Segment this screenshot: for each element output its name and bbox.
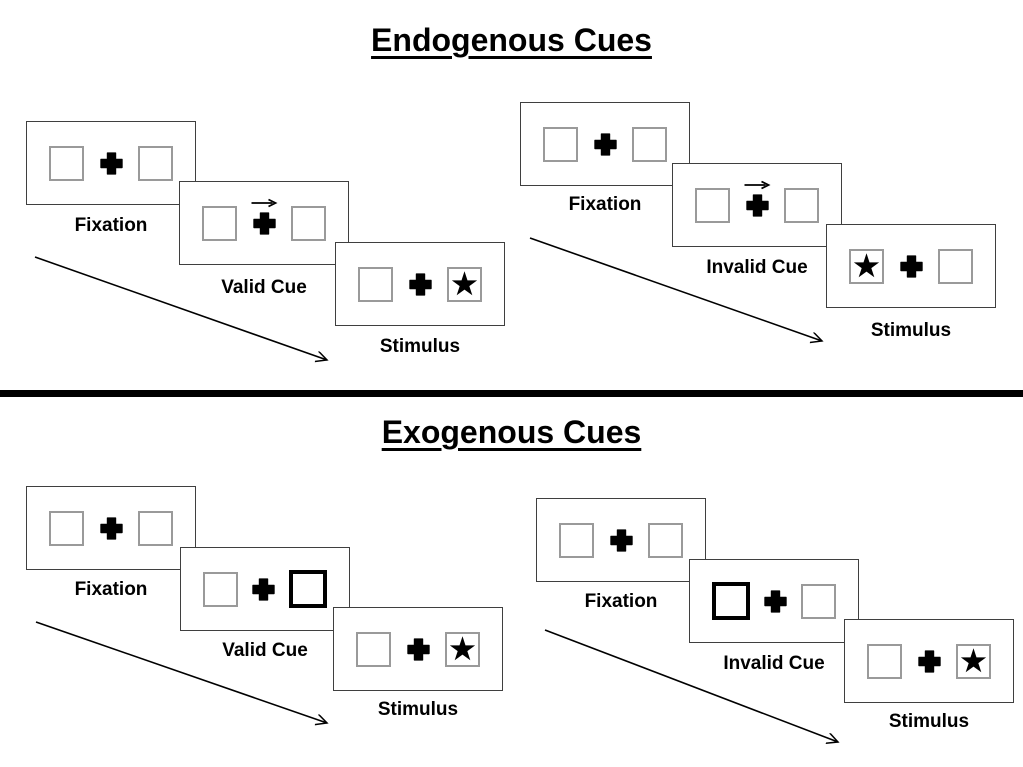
right-box — [801, 583, 836, 619]
fixation-cross-icon — [917, 649, 941, 673]
left-box — [867, 643, 902, 679]
left-box — [543, 126, 578, 162]
left-box — [202, 205, 237, 241]
fixation-panel — [26, 486, 196, 570]
fixation-cross-icon — [609, 528, 633, 552]
timeline-arrow — [35, 621, 327, 723]
left-box — [849, 248, 884, 284]
right-box — [956, 643, 991, 679]
right-box — [648, 522, 683, 558]
fixation-cross-icon — [99, 151, 123, 175]
cue-arrow-icon — [743, 180, 770, 190]
star-icon — [853, 252, 880, 277]
left-box — [49, 510, 84, 546]
invalid-cue-panel — [672, 163, 842, 247]
fixation-cross-icon — [408, 272, 432, 296]
panel-label: Valid Cue — [222, 640, 308, 661]
stimulus-panel — [826, 224, 996, 308]
panel-label: Stimulus — [377, 699, 459, 720]
panel-label: Valid Cue — [221, 277, 307, 298]
fixation-cross-icon — [593, 132, 617, 156]
fixation-panel — [520, 102, 690, 186]
valid-cue-panel — [180, 547, 350, 631]
panel-label: Stimulus — [870, 320, 952, 341]
fixation-cross-icon — [252, 211, 276, 235]
invalid-cue-panel — [689, 559, 859, 643]
section-divider — [0, 390, 1023, 397]
panel-label: Fixation — [584, 591, 658, 612]
fixation-cross-icon — [764, 589, 787, 613]
right-box — [938, 248, 973, 284]
left-box — [356, 631, 391, 667]
panel-label: Fixation — [74, 579, 148, 600]
stimulus-panel — [335, 242, 505, 326]
left-box — [559, 522, 594, 558]
highlighted-cue-box — [289, 570, 327, 608]
stimulus-panel — [333, 607, 503, 691]
panel-label: Fixation — [74, 215, 148, 236]
fixation-cross-icon — [406, 637, 430, 661]
right-box — [445, 631, 480, 667]
fixation-cross-icon — [252, 577, 275, 601]
fixation-cross-icon — [899, 254, 923, 278]
timeline-arrow — [544, 629, 838, 742]
left-box — [695, 187, 730, 223]
star-icon — [960, 647, 987, 672]
section-title-endogenous: Endogenous Cues — [371, 22, 652, 58]
panel-label: Invalid Cue — [723, 653, 825, 674]
left-box — [203, 571, 238, 607]
left-box — [49, 145, 84, 181]
section-title-exogenous: Exogenous Cues — [381, 414, 642, 450]
valid-cue-panel — [179, 181, 349, 265]
right-box — [447, 266, 482, 302]
panel-label: Stimulus — [379, 336, 461, 357]
left-box — [358, 266, 393, 302]
panel-label: Fixation — [568, 194, 642, 215]
panel-label: Stimulus — [888, 711, 970, 732]
fixation-panel — [536, 498, 706, 582]
star-icon — [451, 270, 478, 295]
right-box — [138, 510, 173, 546]
fixation-panel — [26, 121, 196, 205]
timeline-arrow — [529, 237, 822, 341]
highlighted-cue-box — [712, 582, 750, 620]
right-box — [138, 145, 173, 181]
stimulus-panel — [844, 619, 1014, 703]
timeline-arrow — [34, 256, 327, 360]
right-box — [632, 126, 667, 162]
fixation-cross-icon — [745, 193, 769, 217]
cue-arrow-icon — [250, 198, 277, 208]
star-icon — [449, 635, 476, 660]
right-box — [784, 187, 819, 223]
panel-label: Invalid Cue — [706, 257, 808, 278]
fixation-cross-icon — [99, 516, 123, 540]
right-box — [291, 205, 326, 241]
